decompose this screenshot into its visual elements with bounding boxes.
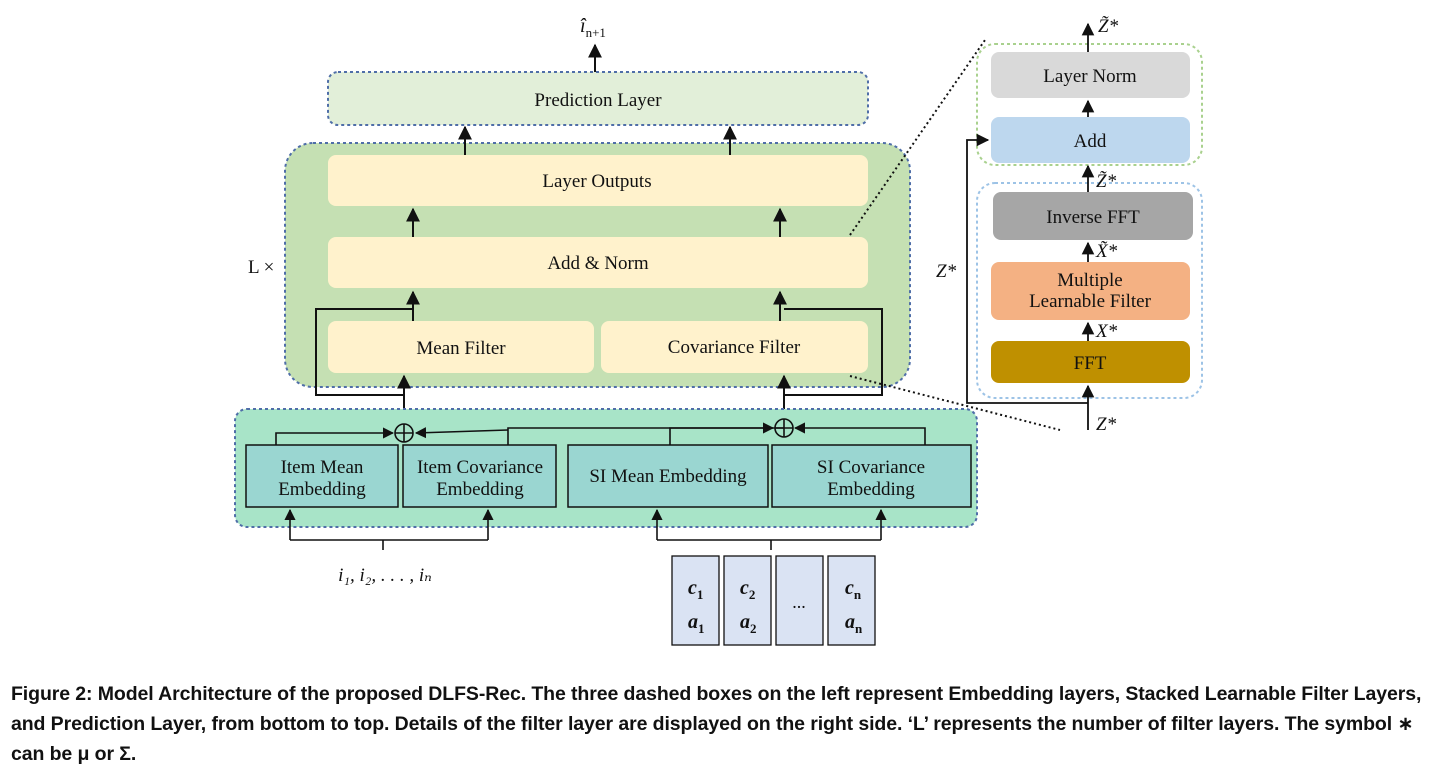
add-box xyxy=(991,117,1190,163)
mean-filter-label: Mean Filter xyxy=(416,338,506,359)
mean-filter-box xyxy=(328,321,594,373)
add-norm-label: Add & Norm xyxy=(547,253,649,274)
prediction-layer-box xyxy=(327,71,869,126)
side-info-c1: c1 xyxy=(688,577,703,602)
item-covariance-embedding-box xyxy=(402,444,557,508)
side-info-ellipsis: ... xyxy=(792,592,806,612)
side-info-a1: a1 xyxy=(688,611,705,636)
side-info-cn: cn xyxy=(845,577,862,602)
fft-box xyxy=(991,341,1190,383)
covariance-filter-label: Covariance Filter xyxy=(668,337,801,358)
side-info-c2: c2 xyxy=(740,577,755,602)
add-label: Add xyxy=(1074,131,1107,152)
right-x-tilde-label: X̃* xyxy=(1095,241,1118,262)
si-mean-embedding-label: SI Mean Embedding xyxy=(589,466,747,487)
side-info-box-n xyxy=(827,555,876,646)
side-info-an: an xyxy=(845,611,863,636)
layer-outputs-box xyxy=(328,155,868,206)
zoom-line-top xyxy=(849,39,986,236)
figure-caption: Figure 2: Model Architecture of the prop… xyxy=(11,683,1422,765)
right-arrows xyxy=(966,22,1095,430)
inverse-fft-label: Inverse FFT xyxy=(1046,207,1140,228)
layer-norm-label: Layer Norm xyxy=(1043,66,1137,87)
repeat-label: L × xyxy=(248,257,274,278)
right-x-label: X* xyxy=(1095,321,1118,342)
right-mid-label: Z̃* xyxy=(1096,171,1117,192)
prediction-layer-label: Prediction Layer xyxy=(534,90,662,111)
covariance-filter-box xyxy=(601,321,868,373)
side-info-box-2 xyxy=(723,555,772,646)
zoom-line-bottom xyxy=(849,375,1061,431)
embedding-arrows xyxy=(275,422,926,550)
add-norm-box xyxy=(328,237,868,288)
inverse-fft-box xyxy=(993,192,1193,240)
output-label: în+1 xyxy=(580,15,606,40)
right-output-label: Z̃* xyxy=(1098,16,1119,37)
item-sequence-label: i₁, i₂, . . . , iₙ xyxy=(338,565,432,586)
right-input-label: Z* xyxy=(1096,414,1117,435)
prediction-layer-group: Prediction Layer xyxy=(327,71,869,126)
layer-outputs-label: Layer Outputs xyxy=(542,171,651,192)
fft-label: FFT xyxy=(1074,353,1107,374)
layer-norm-box xyxy=(991,52,1190,98)
right-residual-label: Z* xyxy=(936,261,957,282)
side-info-a2: a2 xyxy=(740,611,757,636)
sum-icon xyxy=(394,423,414,443)
si-mean-embedding-box xyxy=(567,444,769,508)
side-info-group: c1 a1 c2 a2 ... cn an xyxy=(671,555,876,646)
side-info-box-1 xyxy=(671,555,720,646)
si-covariance-embedding-box xyxy=(771,444,972,508)
architecture-diagram: Prediction Layer în+1 L × Layer Outputs … xyxy=(234,15,1203,646)
multiple-filter-box xyxy=(991,262,1190,320)
side-info-box-ellipsis xyxy=(775,555,824,646)
item-mean-embedding-box xyxy=(245,444,399,508)
